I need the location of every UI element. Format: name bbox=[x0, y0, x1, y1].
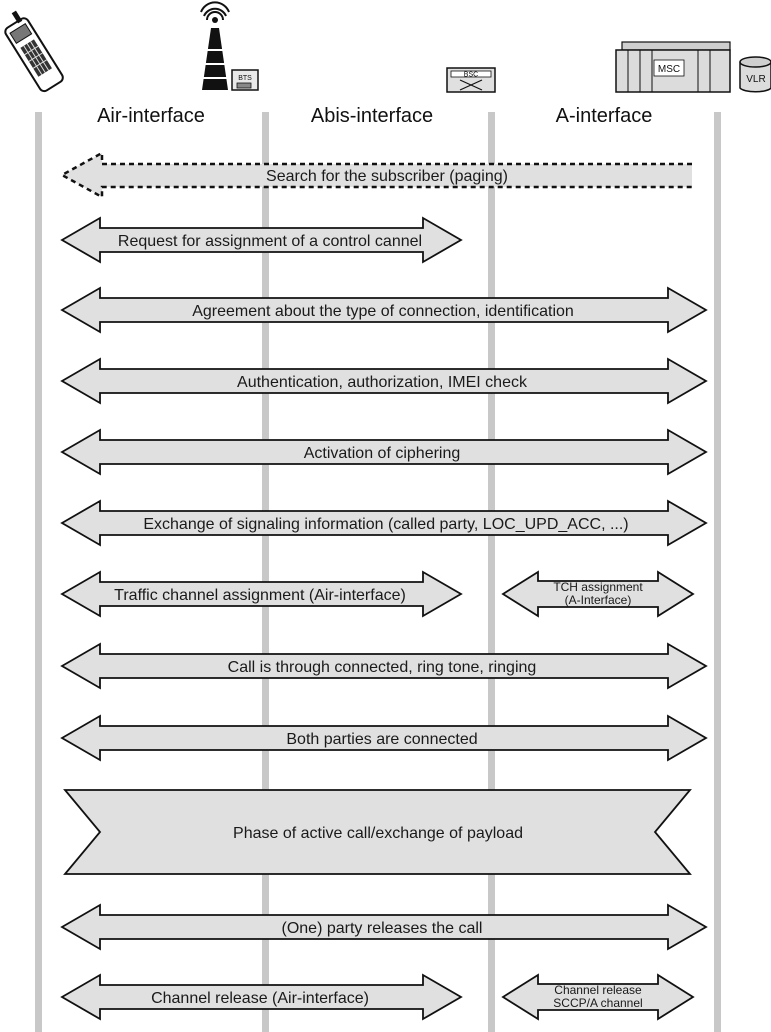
air-interface-label: Air-interface bbox=[97, 105, 205, 127]
control-channel-label: Request for assignment of a control cann… bbox=[118, 233, 422, 250]
active-call-label: Phase of active call/exchange of payload bbox=[233, 825, 523, 842]
arrow-channel-release-a: Channel release SCCP/A channel bbox=[501, 973, 695, 1021]
vlr-label: VLR bbox=[746, 74, 765, 85]
lifeline-bsc bbox=[488, 112, 495, 1032]
arrow-agreement: Agreement about the type of connection, … bbox=[60, 286, 708, 334]
arrow-authentication: Authentication, authorization, IMEI chec… bbox=[60, 357, 708, 405]
arrow-ring: Call is through connected, ring tone, ri… bbox=[60, 642, 708, 690]
vlr-database-icon: VLR bbox=[739, 56, 771, 93]
release-label: (One) party releases the call bbox=[282, 920, 483, 937]
arrow-ciphering: Activation of ciphering bbox=[60, 428, 708, 476]
agreement-label: Agreement about the type of connection, … bbox=[192, 303, 574, 320]
arrow-tch-a: TCH assignment (A-Interface) bbox=[501, 570, 695, 618]
arrow-connected: Both parties are connected bbox=[60, 714, 708, 762]
connected-label: Both parties are connected bbox=[286, 731, 477, 748]
arrow-channel-release-air: Channel release (Air-interface) bbox=[60, 973, 463, 1021]
bsc-icon: BSC bbox=[446, 67, 496, 93]
lifelines bbox=[35, 112, 721, 1032]
arrow-control-channel: Request for assignment of a control cann… bbox=[60, 216, 463, 264]
paging-label: Search for the subscriber (paging) bbox=[266, 168, 508, 185]
lifeline-bts bbox=[262, 112, 269, 1032]
signaling-label: Exchange of signaling information (calle… bbox=[143, 516, 628, 533]
msc-label: MSC bbox=[658, 64, 680, 75]
lifeline-ms bbox=[35, 112, 42, 1032]
mobile-phone-icon bbox=[4, 10, 64, 93]
tch-a-label-line1: TCH assignment bbox=[553, 580, 643, 594]
channel-release-a-label-line1: Channel release bbox=[554, 983, 642, 997]
bts-tower-icon: BTS bbox=[200, 1, 259, 91]
a-interface-label: A-interface bbox=[556, 105, 653, 127]
bsc-label: BSC bbox=[464, 72, 478, 79]
channel-release-air-label: Channel release (Air-interface) bbox=[151, 990, 369, 1007]
arrow-active-call: Phase of active call/exchange of payload bbox=[63, 789, 692, 875]
arrow-signaling: Exchange of signaling information (calle… bbox=[60, 499, 708, 547]
arrow-release: (One) party releases the call bbox=[60, 903, 708, 951]
ring-label: Call is through connected, ring tone, ri… bbox=[228, 659, 537, 676]
msc-icon: MSC bbox=[615, 41, 731, 93]
channel-release-a-label-line2: SCCP/A channel bbox=[553, 996, 642, 1010]
tch-air-label: Traffic channel assignment (Air-interfac… bbox=[114, 587, 406, 604]
bts-label: BTS bbox=[238, 75, 252, 82]
lifeline-msc bbox=[714, 112, 721, 1032]
tch-a-label-line2: (A-Interface) bbox=[565, 593, 632, 607]
abis-interface-label: Abis-interface bbox=[311, 105, 433, 127]
arrow-tch-air: Traffic channel assignment (Air-interfac… bbox=[60, 570, 463, 618]
arrow-paging: Search for the subscriber (paging) bbox=[59, 150, 692, 200]
ciphering-label: Activation of ciphering bbox=[304, 445, 461, 462]
authentication-label: Authentication, authorization, IMEI chec… bbox=[237, 374, 528, 391]
